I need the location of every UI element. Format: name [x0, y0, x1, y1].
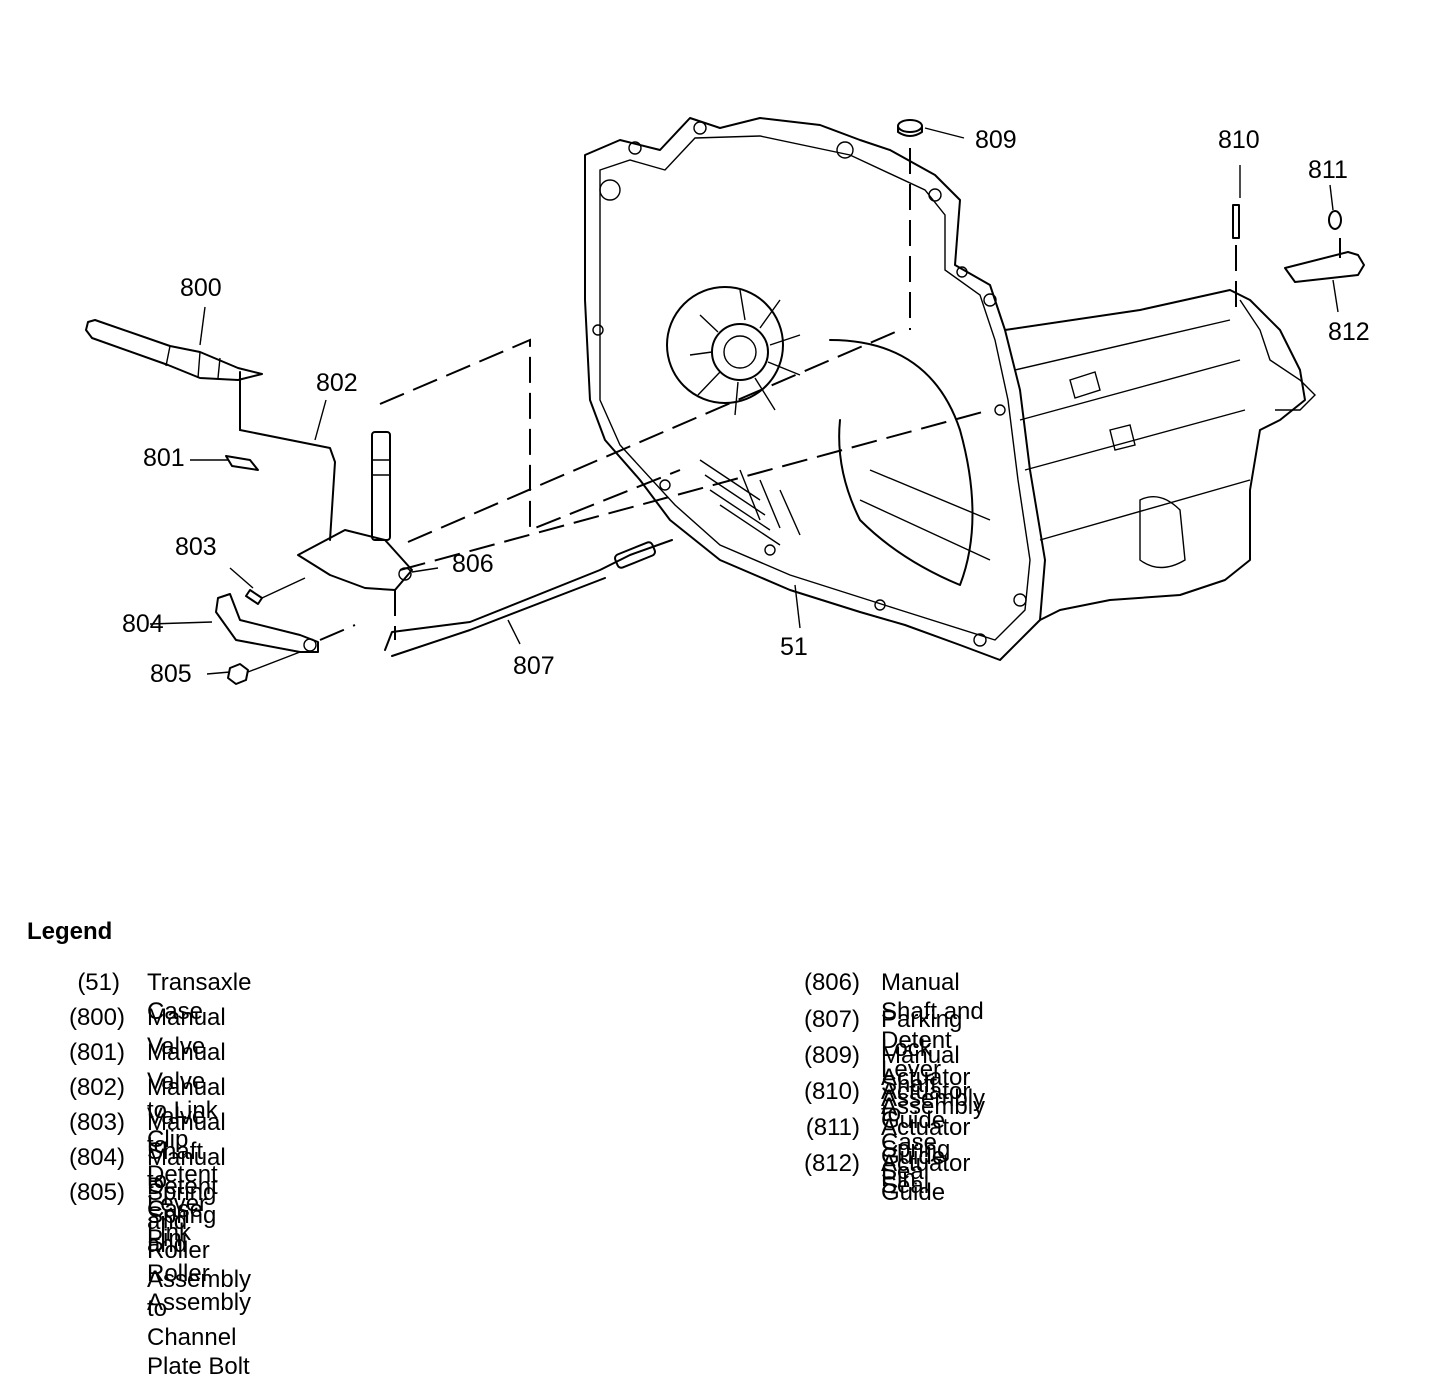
legend-title: Legend	[27, 918, 113, 945]
legend-number: (807)	[803, 1006, 860, 1033]
legend-number: (801)	[68, 1039, 125, 1066]
legend-description: Parking Lock Actuator Assembly	[881, 1006, 986, 1120]
callout-51: 51	[780, 633, 808, 661]
legend-description: Transaxle Case	[147, 969, 252, 1025]
callout-804: 804	[122, 610, 164, 638]
legend-number: (806)	[803, 969, 860, 996]
callout-806: 806	[452, 550, 494, 578]
legend-number: (811)	[805, 1114, 860, 1141]
callout-802: 802	[316, 369, 358, 397]
seal-pin-guide-drawing	[897, 119, 1365, 283]
legend-number: (800)	[68, 1004, 125, 1031]
callout-800: 800	[180, 274, 222, 302]
legend-description: Manual Shaft and Detent Lever Assembly	[881, 969, 986, 1112]
legend-description: Manual Shaft to Case Seal	[881, 1042, 960, 1185]
callout-810: 810	[1218, 126, 1260, 154]
transaxle-case-drawing	[584, 117, 1316, 661]
callout-803: 803	[175, 533, 217, 561]
legend-description: Manual Shaft to Case Pin	[147, 1109, 226, 1252]
case-pin-drawing	[245, 577, 306, 605]
link-and-clip-drawing	[225, 371, 336, 541]
callout-807: 807	[513, 652, 555, 680]
callout-809: 809	[975, 126, 1017, 154]
callout-812: 812	[1328, 318, 1370, 346]
legend-number: (803)	[68, 1109, 125, 1136]
legend-number: (802)	[68, 1074, 125, 1101]
callout-805: 805	[150, 660, 192, 688]
legend-description: Manual Valve to Link Clip	[147, 1039, 226, 1153]
manual-shaft-detent-lever-drawing	[297, 431, 413, 591]
legend-description: Actuator Guide	[881, 1150, 971, 1206]
leader-lines	[149, 127, 1339, 675]
callout-811: 811	[1308, 156, 1348, 184]
legend-number: (51)	[77, 969, 120, 996]
channel-plate-bolt-drawing	[227, 651, 301, 685]
legend-number: (812)	[803, 1150, 860, 1177]
legend-description: Manual Valve	[147, 1004, 226, 1060]
legend-description: Actuator Guide Seal	[881, 1114, 971, 1199]
legend-number: (804)	[68, 1144, 125, 1171]
exploded-parts-diagram: 800 802 801 803 806 804 805 807 51 809 8…	[85, 117, 1370, 688]
parking-lock-actuator-drawing	[384, 539, 673, 657]
legend-description: Actuator Guide Spring Pin	[881, 1078, 971, 1192]
legend-number: (809)	[803, 1042, 860, 1069]
detent-spring-drawing	[215, 593, 319, 653]
legend-description: Spring and Roller Assembly to Channel Pl…	[147, 1179, 252, 1380]
legend-description: Manual Valve to Detent Lever Link	[147, 1074, 226, 1246]
legend-number: (805)	[68, 1179, 125, 1206]
manual-valve-drawing	[85, 319, 263, 381]
legend-number: (810)	[803, 1078, 860, 1105]
callout-801: 801	[143, 444, 185, 472]
